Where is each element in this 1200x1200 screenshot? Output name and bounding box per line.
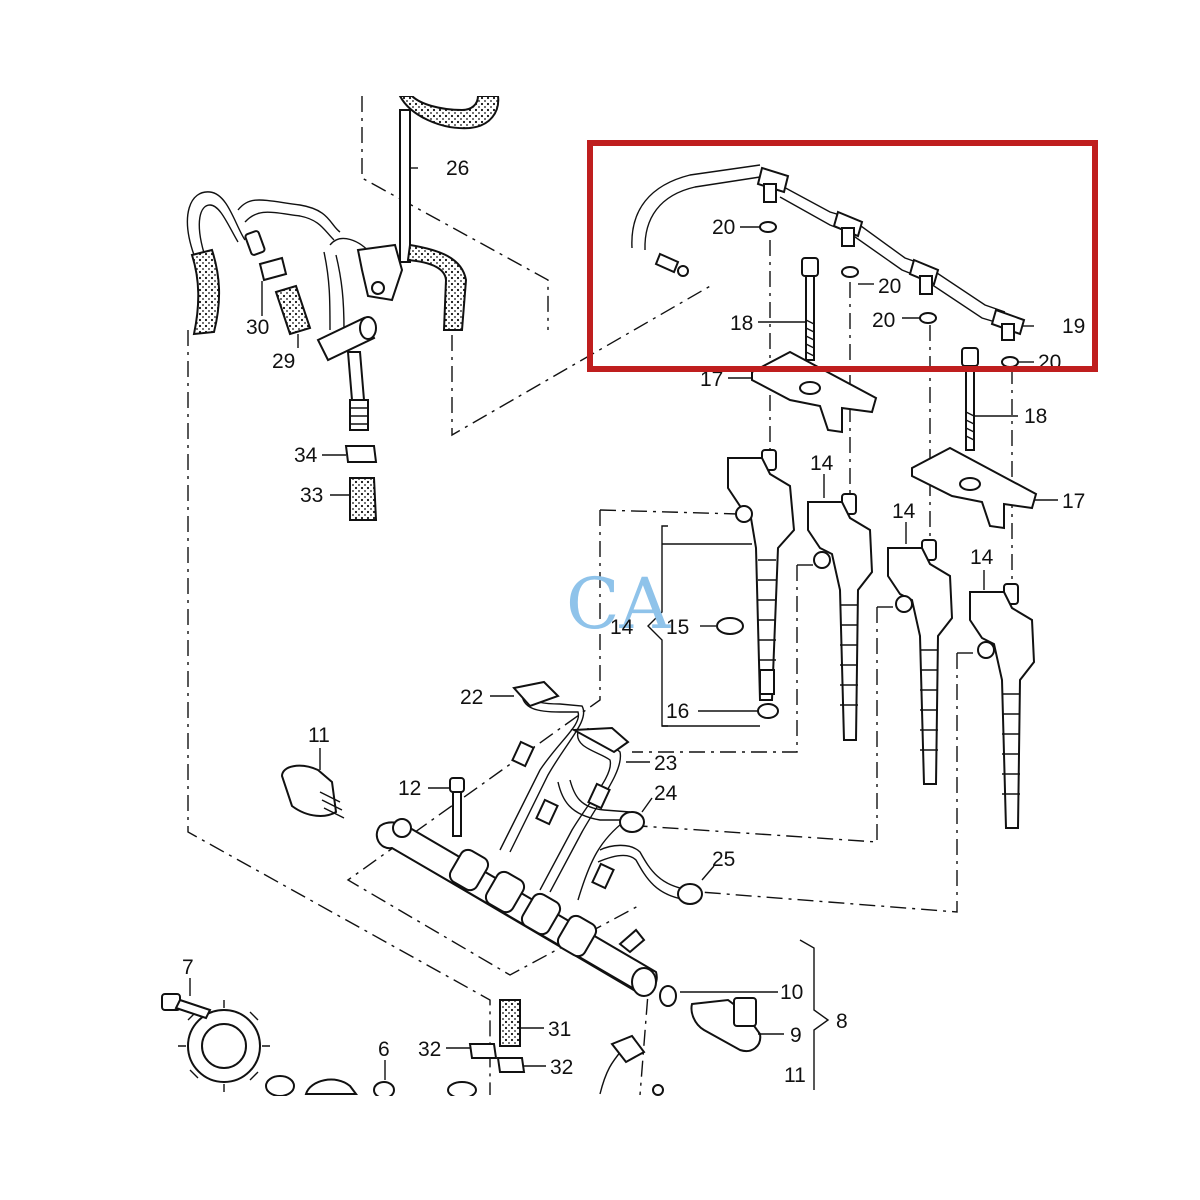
callout-20: 20 bbox=[878, 275, 901, 298]
callout-32: 32 bbox=[418, 1038, 441, 1061]
callout-7: 7 bbox=[182, 956, 194, 979]
callout-leaders bbox=[189, 167, 1058, 1080]
watermark-logo: CA bbox=[566, 563, 672, 645]
top-margin bbox=[0, 0, 1200, 96]
callout-11: 11 bbox=[308, 724, 330, 747]
high-pressure-lines bbox=[499, 680, 703, 905]
callout-8: 8 bbox=[836, 1010, 848, 1033]
fuel-rail bbox=[280, 764, 830, 1090]
callout-6: 6 bbox=[378, 1038, 390, 1061]
callout-17: 17 bbox=[1062, 490, 1085, 513]
callout-17: 17 bbox=[700, 368, 723, 391]
leak-off-line-assembly bbox=[631, 164, 1026, 451]
callout-23: 23 bbox=[654, 752, 677, 775]
callout-11: 11 bbox=[784, 1064, 806, 1087]
callout-24: 24 bbox=[654, 782, 678, 805]
callout-26: 26 bbox=[446, 157, 469, 180]
return-hose-assembly bbox=[186, 95, 500, 521]
callout-29: 29 bbox=[272, 350, 295, 373]
callout-18: 18 bbox=[1024, 405, 1047, 428]
callout-32: 32 bbox=[550, 1056, 573, 1079]
callout-25: 25 bbox=[712, 848, 735, 871]
callout-20: 20 bbox=[872, 309, 895, 332]
callout-14: 14 bbox=[810, 452, 834, 475]
callout-33: 33 bbox=[300, 484, 323, 507]
bottom-margin bbox=[0, 1096, 1200, 1200]
callout-14: 14 bbox=[970, 546, 994, 569]
seal-ring-15 bbox=[716, 617, 744, 635]
highlight-frame bbox=[587, 140, 1098, 372]
callout-9: 9 bbox=[790, 1024, 802, 1047]
injector-4 bbox=[969, 583, 1036, 829]
callout-15: 15 bbox=[666, 616, 689, 639]
callout-20: 20 bbox=[712, 216, 735, 239]
callout-10: 10 bbox=[780, 981, 803, 1004]
callout-18: 18 bbox=[730, 312, 753, 335]
callout-31: 31 bbox=[548, 1018, 571, 1041]
callout-19: 19 bbox=[1062, 315, 1085, 338]
seal-ring-16 bbox=[757, 703, 779, 719]
callout-14: 14 bbox=[892, 500, 916, 523]
callout-22: 22 bbox=[460, 686, 483, 709]
callout-14: 14 bbox=[610, 616, 634, 639]
callout-16: 16 bbox=[666, 700, 689, 723]
callout-34: 34 bbox=[294, 444, 318, 467]
callout-12: 12 bbox=[398, 777, 421, 800]
injector-2 bbox=[807, 493, 874, 741]
injectors bbox=[647, 449, 1036, 829]
callout-labels: 26 20 20 20 20 19 18 18 17 17 30 29 34 3… bbox=[182, 157, 1085, 1087]
injector-1 bbox=[727, 449, 796, 701]
callout-30: 30 bbox=[246, 316, 269, 339]
bottom-parts bbox=[161, 993, 664, 1099]
injector-3 bbox=[887, 539, 954, 785]
